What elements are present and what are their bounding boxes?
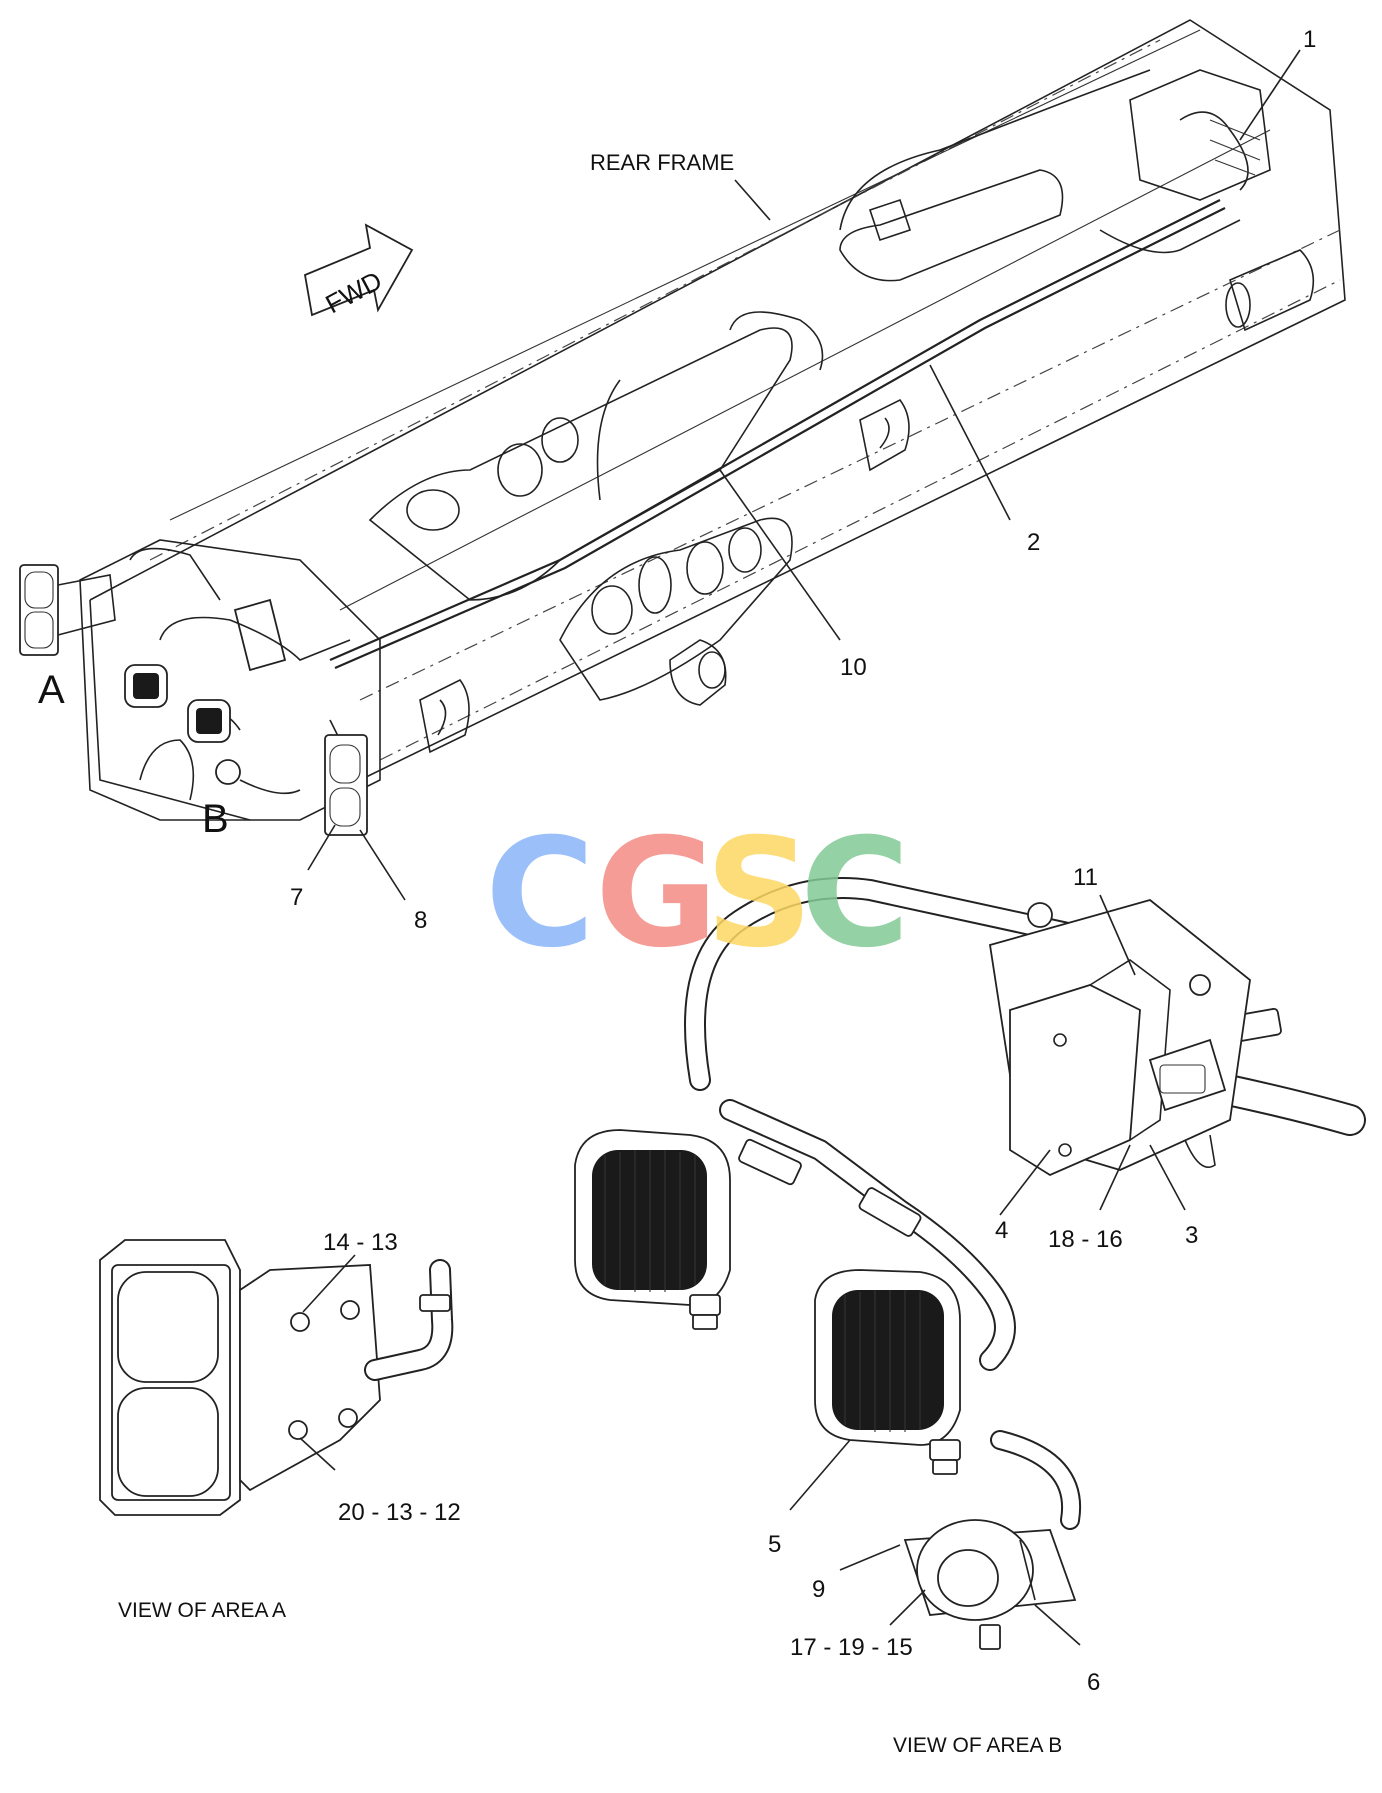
- callout-2: 2: [1027, 529, 1040, 556]
- callout-17-19-15: 17 - 19 - 15: [790, 1634, 913, 1661]
- callout-5: 5: [768, 1531, 781, 1558]
- caption-area-b: VIEW OF AREA B: [893, 1734, 1062, 1757]
- callout-6: 6: [1087, 1669, 1100, 1696]
- callout-11: 11: [1073, 864, 1098, 891]
- callout-4: 4: [995, 1217, 1008, 1244]
- cgsc-watermark: C G S C: [485, 807, 910, 981]
- callout-20-13-12: 20 - 13 - 12: [338, 1499, 461, 1526]
- area-a-letter: A: [38, 668, 65, 712]
- callout-9: 9: [812, 1576, 825, 1603]
- watermark-letter-s: S: [705, 807, 813, 981]
- callout-14-13: 14 - 13: [323, 1229, 398, 1256]
- labels: REAR FRAME A B 1 2 10 7 8 11 4 18 - 16 3…: [38, 26, 1316, 1757]
- leader-lines: [299, 49, 1301, 1646]
- area-a-b-cluster: [19, 539, 381, 836]
- fwd-arrow: FWD: [303, 223, 414, 319]
- rear-frame-label: REAR FRAME: [590, 150, 734, 175]
- callout-1: 1: [1303, 26, 1316, 53]
- watermark-letter-c1: C: [485, 807, 595, 981]
- area-b-detail: [574, 877, 1366, 1650]
- area-a-detail: [99, 1239, 454, 1516]
- callout-18-16: 18 - 16: [1048, 1226, 1123, 1253]
- caption-area-a: VIEW OF AREA A: [118, 1599, 286, 1622]
- watermark-letter-c2: C: [800, 807, 910, 981]
- callout-3: 3: [1185, 1222, 1198, 1249]
- callout-7: 7: [290, 884, 303, 911]
- rear-frame-drawing: [89, 19, 1346, 821]
- watermark-letter-g: G: [595, 807, 718, 981]
- area-b-letter: B: [202, 797, 229, 841]
- callout-8: 8: [414, 907, 427, 934]
- callout-10: 10: [840, 654, 867, 681]
